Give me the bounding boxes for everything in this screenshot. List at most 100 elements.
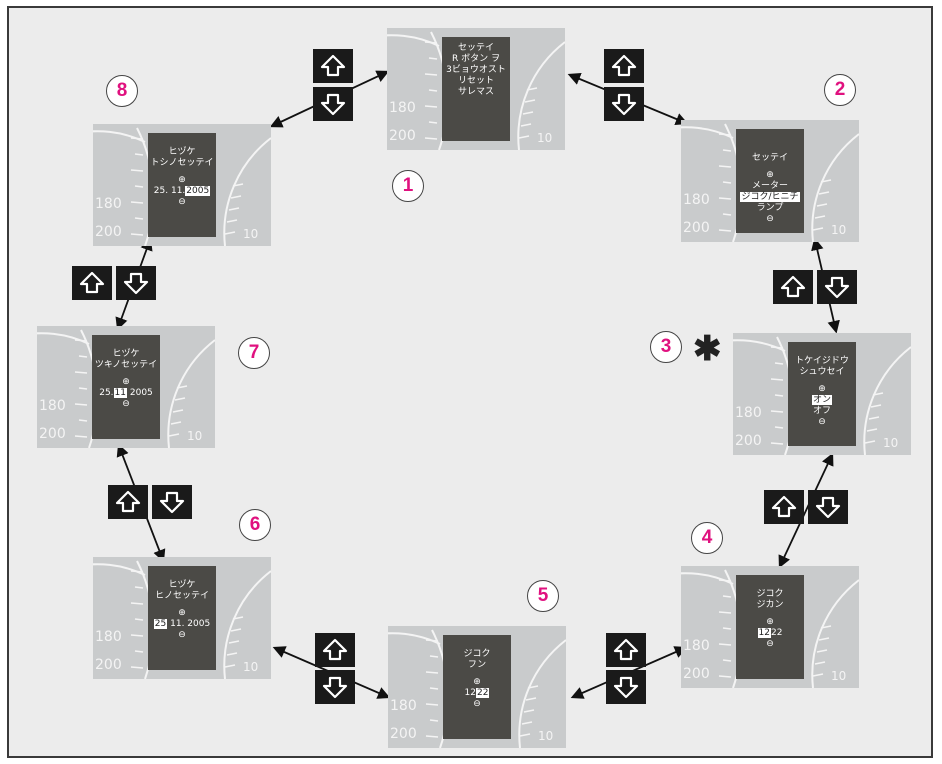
minus-symbol: ⊖	[92, 399, 160, 410]
lcd-screen-4: ジコク ジカン ⊕ 1222 ⊖	[736, 575, 804, 679]
step-number-6: 6	[239, 509, 271, 541]
down-button	[315, 670, 355, 704]
step-number-2: 2	[824, 74, 856, 106]
down-arrow-icon	[123, 270, 149, 296]
time-value: 1222	[443, 688, 511, 699]
gauge-tick-label: 180	[39, 398, 66, 414]
screen-line: セッテイ	[736, 153, 804, 164]
down-arrow-icon	[159, 489, 185, 515]
value-highlight: 11	[114, 388, 127, 398]
screen-line: フン	[443, 660, 511, 671]
plus-symbol: ⊕	[148, 608, 216, 619]
lcd-screen-2: セッテイ ⊕ メーター ジコク/ヒニチ ランプ ⊖	[736, 129, 804, 233]
gauge-tick-label: 10	[187, 429, 202, 443]
menu-option-selected: ジコク/ヒニチ	[740, 192, 799, 202]
minus-symbol: ⊖	[148, 197, 216, 208]
up-arrow-icon	[613, 637, 639, 663]
display-screen-6: 18020010 ヒヅケ ヒノセッテイ ⊕ 25 11. 2005 ⊖	[93, 557, 271, 679]
asterisk-icon: ✱	[693, 332, 722, 366]
gauge-tick-label: 180	[735, 405, 762, 421]
step-number-3: 3	[650, 331, 682, 363]
up-arrow-icon	[780, 274, 806, 300]
menu-option: ランプ	[736, 203, 804, 214]
up-button	[108, 485, 148, 519]
up-arrow-icon	[320, 53, 346, 79]
down-button	[808, 490, 848, 524]
value-highlight: 22	[476, 688, 489, 698]
time-value: 1222	[736, 628, 804, 639]
down-arrow-icon	[320, 91, 346, 117]
down-arrow-icon	[613, 674, 639, 700]
screen-line: 3ビョウオスト	[442, 65, 510, 76]
value-highlight: 2005	[185, 186, 210, 196]
option: オフ	[788, 406, 856, 417]
gauge-tick-label: 10	[243, 227, 258, 241]
option-selected: オン	[812, 395, 832, 405]
down-button	[606, 670, 646, 704]
up-arrow-icon	[771, 494, 797, 520]
value-highlight: 25	[154, 619, 167, 629]
screen-line: トシノセッテイ	[148, 158, 216, 169]
screen-line: トケイジドウ	[788, 356, 856, 367]
up-button	[604, 49, 644, 83]
up-button	[764, 490, 804, 524]
down-arrow-icon	[322, 674, 348, 700]
up-button	[773, 270, 813, 304]
screen-line: サレマス	[442, 87, 510, 98]
screen-line: ツキノセッテイ	[92, 360, 160, 371]
up-arrow-icon	[322, 637, 348, 663]
down-button	[313, 87, 353, 121]
lcd-screen-8: ヒヅケ トシノセッテイ ⊕ 25. 11.2005 ⊖	[148, 133, 216, 237]
gauge-tick-label: 180	[683, 638, 710, 654]
menu-option: メーター	[736, 181, 804, 192]
down-arrow-icon	[824, 274, 850, 300]
plus-symbol: ⊕	[148, 175, 216, 186]
up-arrow-icon	[115, 489, 141, 515]
gauge-tick-label: 200	[683, 220, 710, 236]
minus-symbol: ⊖	[788, 417, 856, 428]
lcd-screen-1: セッテイ R ボタン ヲ 3ビョウオスト リセット サレマス	[442, 37, 510, 141]
step-number-8: 8	[106, 75, 138, 107]
screen-line: ヒヅケ	[148, 580, 216, 591]
screen-line: ジコク	[443, 649, 511, 660]
gauge-tick-label: 10	[883, 436, 898, 450]
gauge-tick-label: 200	[390, 726, 417, 742]
gauge-tick-label: 200	[683, 666, 710, 682]
up-arrow-icon	[611, 53, 637, 79]
gauge-tick-label: 200	[389, 128, 416, 144]
down-arrow-icon	[611, 91, 637, 117]
gauge-tick-label: 180	[95, 629, 122, 645]
screen-line: ヒヅケ	[92, 349, 160, 360]
step-number-4: 4	[691, 522, 723, 554]
step-number-5: 5	[527, 580, 559, 612]
screen-line: シュウセイ	[788, 367, 856, 378]
minus-symbol: ⊖	[148, 630, 216, 641]
down-button	[152, 485, 192, 519]
gauge-tick-label: 10	[243, 660, 258, 674]
plus-symbol: ⊕	[92, 377, 160, 388]
display-screen-5: 180 200 10 ジコク フン ⊕ 1222 ⊖	[388, 626, 566, 748]
gauge-tick-label: 180	[683, 192, 710, 208]
down-button	[817, 270, 857, 304]
up-button	[606, 633, 646, 667]
minus-symbol: ⊖	[443, 699, 511, 710]
screen-line: ジコク	[736, 589, 804, 600]
plus-symbol: ⊕	[788, 384, 856, 395]
date-value: 25. 11.2005	[148, 186, 216, 197]
screen-line: セッテイ	[442, 43, 510, 54]
screen-line: ヒヅケ	[148, 147, 216, 158]
up-button	[72, 266, 112, 300]
gauge-tick-label: 10	[538, 729, 553, 743]
lcd-screen-5: ジコク フン ⊕ 1222 ⊖	[443, 635, 511, 739]
gauge-tick-label: 200	[39, 426, 66, 442]
down-arrow-icon	[815, 494, 841, 520]
gauge-tick-label: 180	[389, 100, 416, 116]
up-button	[315, 633, 355, 667]
minus-symbol: ⊖	[736, 214, 804, 225]
gauge-tick-label: 180	[390, 698, 417, 714]
